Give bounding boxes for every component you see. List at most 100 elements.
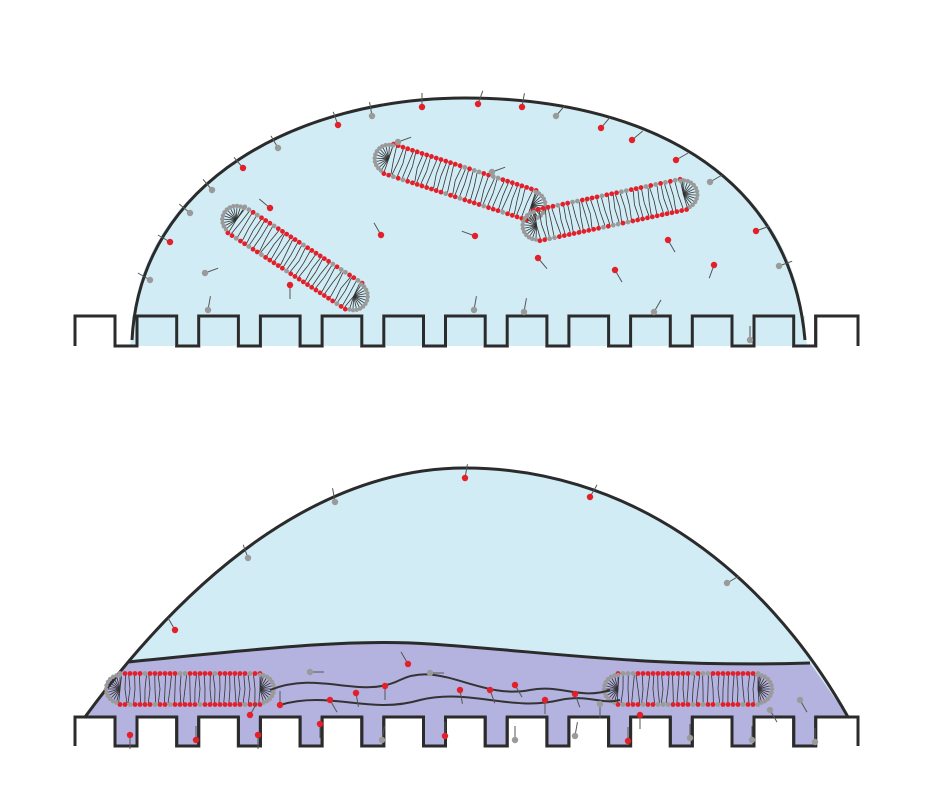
micelle-head [751, 671, 756, 676]
micelle-head [193, 671, 198, 676]
micelle-head [178, 671, 183, 676]
micelle-head [114, 700, 118, 704]
surfactant-head [245, 555, 251, 561]
micelle-head [203, 671, 208, 676]
micelle-head [198, 671, 203, 676]
micelle-head [248, 671, 253, 676]
micelle-head [138, 671, 143, 676]
surfactant-head [193, 737, 199, 743]
micelle-head [143, 702, 148, 707]
surfactant-head [471, 307, 477, 313]
micelle-head [666, 702, 671, 707]
surfactant-head [457, 687, 463, 693]
micelle-head [691, 702, 696, 707]
surfactant-head [255, 732, 261, 738]
micelle-head [746, 671, 751, 676]
surfactant-head [487, 687, 493, 693]
micelle-head [711, 671, 716, 676]
micelle-head [128, 671, 133, 676]
micelle-head [706, 702, 711, 707]
micelle-head [661, 671, 666, 676]
micelle-head [751, 702, 756, 707]
surfactant-head [665, 237, 671, 243]
surfactant-head [512, 682, 518, 688]
micelle-head [233, 671, 238, 676]
micelle-head [671, 671, 676, 676]
surfactant-head [625, 738, 631, 744]
micelle-head [168, 702, 173, 707]
surfactant-head [147, 277, 153, 283]
surfactant-head [776, 263, 782, 269]
micelle-head [198, 702, 203, 707]
micelle-head [686, 702, 691, 707]
micelle-head [208, 702, 213, 707]
micelle-head [243, 702, 248, 707]
surfactant-head [687, 735, 693, 741]
micelle-head [716, 671, 721, 676]
micelle-head [148, 702, 153, 707]
micelle-head [233, 702, 238, 707]
surfactant-head [275, 145, 281, 151]
surfactant-head [172, 627, 178, 633]
surfactant-head [167, 239, 173, 245]
surfactant-head [767, 707, 773, 713]
micelle-head [626, 702, 631, 707]
surfactant-head [711, 262, 717, 268]
micelle-head [631, 671, 636, 676]
surfactant-head [724, 580, 730, 586]
micelle-head [696, 671, 701, 676]
surfactant-head [535, 255, 541, 261]
groove-liquid [547, 717, 569, 746]
micelle-head [153, 702, 158, 707]
micelle-head [706, 671, 711, 676]
surfactant-head [369, 113, 375, 119]
surfactant-head [673, 157, 679, 163]
micelle-head [731, 702, 736, 707]
micelle-head [183, 671, 188, 676]
surfactant-head [127, 732, 133, 738]
surfactant-head [287, 282, 293, 288]
micelle-head [656, 702, 661, 707]
surfactant-head [382, 683, 388, 689]
surfactant-head [521, 309, 527, 315]
groove-liquid [424, 717, 446, 746]
surfactant-head [462, 475, 468, 481]
micelle-head [726, 671, 731, 676]
micelle-head [158, 671, 163, 676]
micelle-head [213, 671, 218, 676]
micelle-head [138, 702, 143, 707]
micelle-head [243, 671, 248, 676]
micelle-tail [225, 675, 226, 689]
micelle-head [133, 702, 138, 707]
micelle-head [721, 702, 726, 707]
micelle-head [188, 702, 193, 707]
surfactant-head [651, 309, 657, 315]
micelle-head [173, 671, 178, 676]
micelle-head [656, 671, 661, 676]
surfactant-head [812, 739, 818, 745]
surfactant-head [187, 210, 193, 216]
micelle-head [218, 671, 223, 676]
micelle-head [193, 702, 198, 707]
micelle-head [238, 671, 243, 676]
micelle-head [701, 671, 706, 676]
micelle-head [676, 702, 681, 707]
micelle-tail [688, 675, 689, 689]
micelle-head [661, 702, 666, 707]
micelle-tail [707, 689, 708, 703]
surfactant-head [707, 179, 713, 185]
surfactant-head [747, 337, 753, 343]
surfactant-head [205, 307, 211, 313]
micelle-head [168, 671, 173, 676]
surfactant-head [202, 270, 208, 276]
micelle-head [178, 702, 183, 707]
micelle-head [183, 702, 188, 707]
surfactant-head [332, 499, 338, 505]
micelle-head [681, 702, 686, 707]
surfactant-head [749, 737, 755, 743]
surfactant-head [797, 697, 803, 703]
micelle-head [248, 702, 253, 707]
micelle-head [651, 671, 656, 676]
surfactant-head [379, 737, 385, 743]
groove-liquid [485, 717, 507, 746]
